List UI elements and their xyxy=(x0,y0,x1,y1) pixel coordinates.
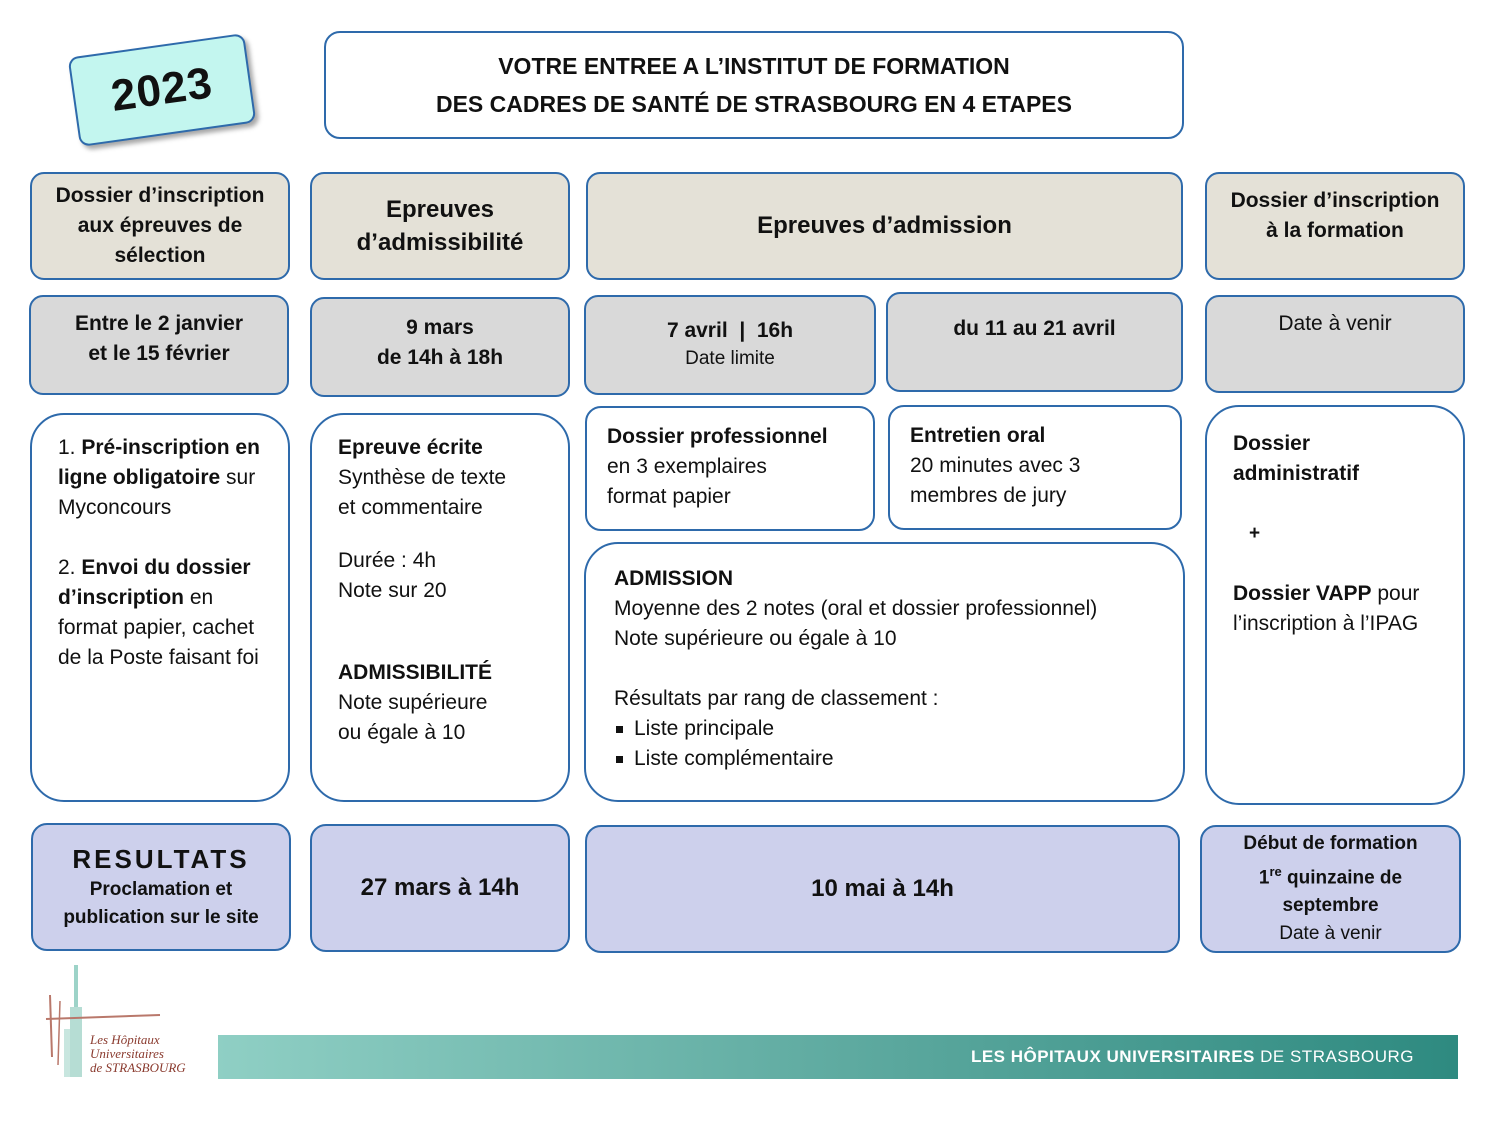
title-line-1: VOTRE ENTREE A L’INSTITUT DE FORMATION xyxy=(498,53,1010,79)
logo-text: Les Hôpitaux xyxy=(90,1032,160,1047)
results-date: 10 mai à 14h xyxy=(811,875,954,902)
results-debut-formation: Début de formation 1re quinzaine de sept… xyxy=(1200,825,1461,953)
date-inscription: Entre le 2 janvier et le 15 février xyxy=(29,295,289,395)
results-title: RESULTATS xyxy=(72,844,250,874)
detail-title: Dossier professionnel xyxy=(607,425,828,448)
detail-text: Note supérieure ou égale à 10 xyxy=(614,627,897,650)
vapp-rest: pour l’inscription à l’IPAG xyxy=(1233,582,1420,635)
step-bold: Pré-inscription en ligne obligatoire xyxy=(58,436,260,489)
ordinal: 1 xyxy=(1258,867,1270,889)
step-text: sur Myconcours xyxy=(58,466,256,519)
date-line: 7 avril | 16h xyxy=(666,319,794,342)
detail-title: Epreuve écrite xyxy=(338,436,483,459)
detail-title: ADMISSION xyxy=(614,567,734,590)
results-text: quinzaine de xyxy=(1281,867,1403,889)
header-line: sélection xyxy=(114,244,206,267)
header-line: Epreuves xyxy=(385,196,495,223)
detail-entretien-oral: Entretien oral 20 minutes avec 3 membres… xyxy=(888,405,1182,530)
title-line-2: DES CADRES DE SANTÉ DE STRASBOURG EN 4 E… xyxy=(435,91,1072,117)
results-line: Début de formation xyxy=(1243,832,1418,854)
detail-admission: ADMISSION Moyenne des 2 notes (oral et d… xyxy=(584,542,1185,802)
detail-text: ou égale à 10 xyxy=(338,721,466,744)
vapp-bold: Dossier VAPP xyxy=(1233,582,1372,605)
detail-title: Dossier xyxy=(1233,432,1311,455)
detail-text: Résultats par rang de classement : xyxy=(614,687,939,710)
date-formation: Date à venir xyxy=(1205,295,1465,393)
detail-text: 20 minutes avec 3 xyxy=(910,454,1081,477)
detail-admissibilite: Epreuve écrite Synthèse de texte et comm… xyxy=(310,413,570,802)
detail-title: ADMISSIBILITÉ xyxy=(338,661,493,684)
date-line: Entre le 2 janvier xyxy=(74,312,244,335)
ordinal-suffix: re xyxy=(1269,863,1282,879)
footer-banner: LES HÔPITAUX UNIVERSITAIRES DE STRASBOUR… xyxy=(218,1035,1458,1079)
detail-text: en 3 exemplaires xyxy=(607,455,767,478)
detail-text: et commentaire xyxy=(338,496,483,519)
banner-text: DE STRASBOURG xyxy=(1254,1047,1414,1066)
list-item: Liste complémentaire xyxy=(614,744,1155,774)
header-inscription-formation: Dossier d’inscription à la formation xyxy=(1205,172,1465,280)
date-line: Date à venir xyxy=(1278,312,1392,335)
year-badge: 2023 xyxy=(67,33,257,147)
step-2: 2. Envoi du dossier d’inscription en for… xyxy=(58,553,262,673)
step-bold: Envoi du dossier d’inscription xyxy=(58,556,251,609)
results-admission: 10 mai à 14h xyxy=(585,825,1180,953)
header-line: Dossier d’inscription xyxy=(1230,189,1440,212)
header-line: à la formation xyxy=(1266,219,1404,242)
detail-text: membres de jury xyxy=(910,484,1067,507)
results-line: 1re quinzaine de xyxy=(1259,858,1402,892)
step-number: 1. xyxy=(58,436,82,459)
detail-text: Moyenne des 2 notes (oral et dossier pro… xyxy=(614,597,1098,620)
date-line: 9 mars xyxy=(406,316,474,339)
detail-formation: Dossier administratif + Dossier VAPP pou… xyxy=(1205,405,1465,805)
header-line: Epreuves d’admission xyxy=(757,212,1012,239)
banner-text-bold: LES HÔPITAUX UNIVERSITAIRES xyxy=(970,1047,1255,1066)
detail-title: administratif xyxy=(1233,462,1360,485)
date-entretien: du 11 au 21 avril xyxy=(886,292,1183,392)
detail-text: Synthèse de texte xyxy=(338,466,507,489)
hospital-logo: Les Hôpitaux Universitaires de STRASBOUR… xyxy=(40,957,190,1082)
results-sub: Proclamation et xyxy=(89,879,233,900)
date-sub: Date limite xyxy=(685,348,775,369)
header-admission: Epreuves d’admission xyxy=(586,172,1183,280)
results-proclamation: RESULTATS Proclamation et publication su… xyxy=(31,823,291,951)
header-line: aux épreuves de xyxy=(77,214,243,237)
cathedral-icon xyxy=(45,965,161,1077)
vapp-text: Dossier VAPP pour l’inscription à l’IPAG xyxy=(1233,579,1437,639)
step-number: 2. xyxy=(58,556,82,579)
year-text: 2023 xyxy=(108,58,216,121)
date-admissibilite: 9 mars de 14h à 18h xyxy=(310,297,570,397)
detail-dossier-professionnel: Dossier professionnel en 3 exemplaires f… xyxy=(585,406,875,531)
date-dossier-pro: 7 avril | 16h Date limite xyxy=(584,295,876,395)
results-line: septembre xyxy=(1282,895,1379,917)
results-date: 27 mars à 14h xyxy=(360,874,520,901)
header-line: d’admissibilité xyxy=(356,229,524,256)
step-text: en format papier, cachet de la Poste fai… xyxy=(58,586,259,669)
header-line: Dossier d’inscription xyxy=(55,184,265,207)
date-line: et le 15 février xyxy=(88,342,230,365)
results-sub: publication sur le site xyxy=(63,907,259,928)
ranking-list: Liste principale Liste complémentaire xyxy=(614,714,1155,774)
header-inscription-epreuves: Dossier d’inscription aux épreuves de sé… xyxy=(30,172,290,280)
detail-text: format papier xyxy=(607,485,731,508)
detail-inscription: 1. Pré-inscription en ligne obligatoire … xyxy=(30,413,290,802)
results-admissibilite: 27 mars à 14h xyxy=(310,824,570,952)
detail-duration: Durée : 4h xyxy=(338,549,437,572)
date-line: du 11 au 21 avril xyxy=(953,317,1116,340)
logo-text: de STRASBOURG xyxy=(90,1060,186,1075)
header-admissibilite: Epreuves d’admissibilité xyxy=(310,172,570,280)
list-item: Liste principale xyxy=(614,714,1155,744)
plus-sign: + xyxy=(1249,523,1261,544)
page-title: VOTRE ENTREE A L’INSTITUT DE FORMATION D… xyxy=(324,31,1184,139)
logo-text: Universitaires xyxy=(90,1046,164,1061)
detail-grade: Note sur 20 xyxy=(338,579,447,602)
results-line: Date à venir xyxy=(1279,923,1382,945)
date-line: de 14h à 18h xyxy=(376,346,504,369)
detail-text: Note supérieure xyxy=(338,691,488,714)
detail-title: Entretien oral xyxy=(910,424,1046,447)
step-1: 1. Pré-inscription en ligne obligatoire … xyxy=(58,433,262,523)
